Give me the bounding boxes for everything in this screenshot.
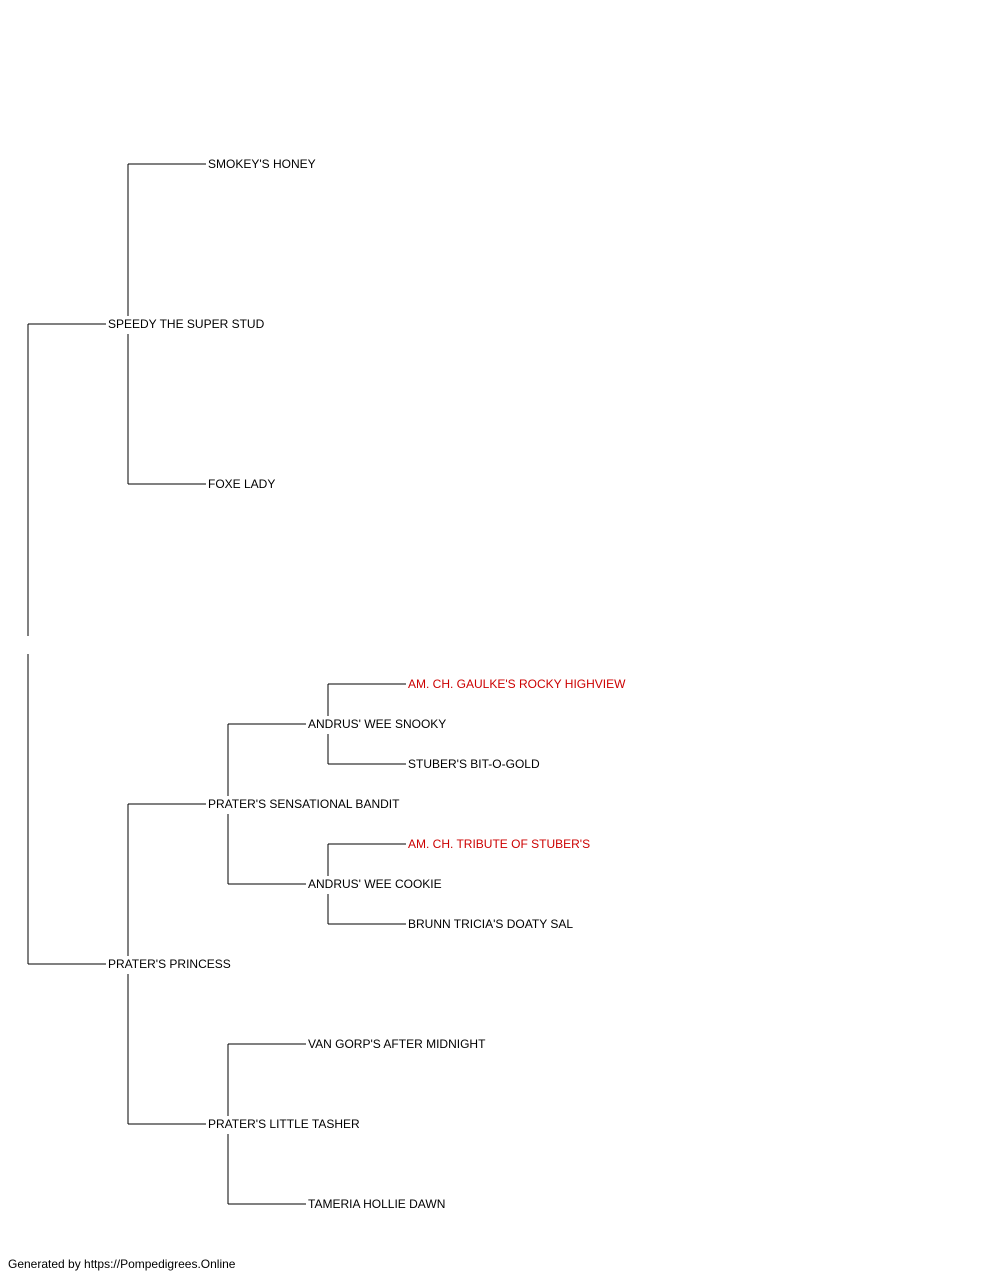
generated-by-footer: Generated by https://Pompedigrees.Online [8, 1257, 236, 1271]
dam-name: BRUNN TRICIA'S DOATY SAL [408, 917, 573, 931]
sire-name: ANDRUS' WEE SNOOKY [308, 717, 446, 731]
pedigree-connectors [27, 163, 406, 1205]
sire-name: AM. CH. TRIBUTE OF STUBER'S [408, 837, 590, 851]
sire-name: SMOKEY'S HONEY [208, 157, 316, 171]
sire-name: PRATER'S SENSATIONAL BANDIT [208, 797, 400, 811]
dam-name: STUBER'S BIT-O-GOLD [408, 757, 540, 771]
pedigree-labels: SPEEDY THE SUPER STUD SMOKEY'S HONEY FOXE … [108, 157, 626, 1211]
dam-name: PRATER'S LITTLE TASHER [208, 1117, 360, 1131]
sire-name: SPEEDY THE SUPER STUD [108, 317, 265, 331]
sire-name: AM. CH. GAULKE'S ROCKY HIGHVIEW [408, 677, 626, 691]
dam-name: ANDRUS' WEE COOKIE [308, 877, 442, 891]
sire-name: VAN GORP'S AFTER MIDNIGHT [308, 1037, 486, 1051]
dam-name: TAMERIA HOLLIE DAWN [308, 1197, 445, 1211]
dam-name: FOXE LADY [208, 477, 275, 491]
dam-name: PRATER'S PRINCESS [108, 957, 231, 971]
